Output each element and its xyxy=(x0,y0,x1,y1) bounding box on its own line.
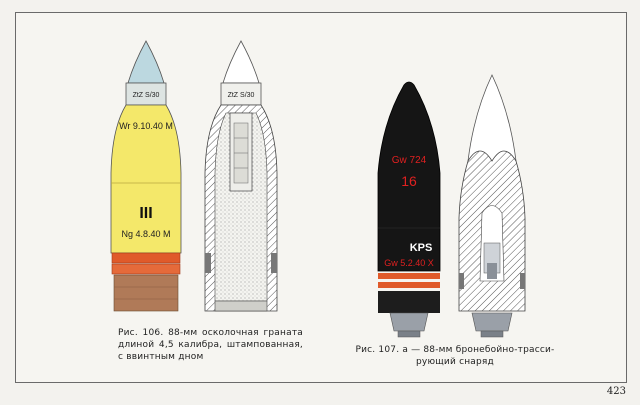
driving-band xyxy=(111,263,181,275)
ballistic-cap xyxy=(467,74,517,162)
ap-mark-bottom: Gw 5.2.40 X xyxy=(384,258,434,268)
ap-mark-top: Gw 724 xyxy=(392,155,427,166)
fragmentation-shell: ZtZ S/30 Wr 9.10.40 M III Ng 4.8.40 M xyxy=(110,40,182,312)
figure-frame: ZtZ S/30 Wr 9.10.40 M III Ng 4.8.40 M Zt… xyxy=(15,12,627,383)
ap-driving-band xyxy=(378,282,440,288)
ap-section-tracer xyxy=(471,312,513,332)
caption-fig-107: Рис. 107. а — 88-мм бронебойно-трасси- р… xyxy=(355,344,555,368)
section-fuze-label: ZtZ S/30 xyxy=(228,92,255,99)
base-plug xyxy=(214,300,268,312)
driving-band xyxy=(111,252,181,264)
caption-fig-107-line2: рующий снаряд xyxy=(416,357,494,367)
ap-mark-number: 16 xyxy=(401,173,417,189)
caption-fig-106: Рис. 106. 88-мм осколочная граната длино… xyxy=(118,328,303,362)
weight-mark: Wr 9.10.40 M xyxy=(119,121,173,131)
fragmentation-section: ZtZ S/30 xyxy=(204,40,278,312)
ap-tracer-section xyxy=(458,74,526,338)
ap-mark-kps: KPS xyxy=(410,242,433,254)
section-fuze-tip xyxy=(222,40,260,84)
tracer-base xyxy=(389,312,429,332)
shell-body xyxy=(110,104,182,254)
ap-tracer-shell: Gw 724 16 KPS Gw 5.2.40 X xyxy=(377,81,441,338)
caption-fig-107-line1: Рис. 107. а — 88-мм бронебойно-трасси- xyxy=(355,345,555,355)
page-number: 423 xyxy=(606,386,626,397)
shell-illustrations: ZtZ S/30 Wr 9.10.40 M III Ng 4.8.40 M Zt… xyxy=(110,40,526,338)
roman-mark: III xyxy=(139,205,152,222)
ap-shell-body xyxy=(377,81,441,272)
shell-base xyxy=(113,274,179,312)
filling-mark: Ng 4.8.40 M xyxy=(121,229,170,239)
ap-driving-band xyxy=(378,273,440,279)
fuze-label: ZtZ S/30 xyxy=(133,92,160,99)
fuze-tip xyxy=(127,40,165,84)
